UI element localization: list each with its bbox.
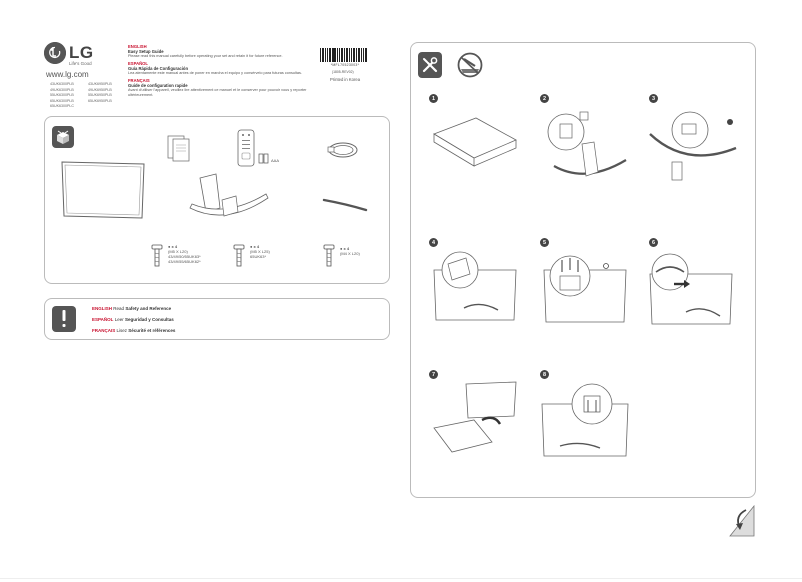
screw-b-spec: (M5 X L25) [250,249,270,254]
box-contents-icon [52,126,74,148]
model-item: 65UK6950PLB [88,98,112,103]
screw-a-icon [151,244,163,267]
step-7-illustration [433,381,517,453]
lang-espanol: ESPAÑOL [128,61,148,66]
language-intro: ENGLISH Easy Setup Guide Please read thi… [128,44,320,100]
step-4-illustration [433,251,517,321]
title-espanol: Guía Rápida de Configuración [128,66,189,71]
body-francais: Avant d'utiliser l'appareil, veuillez li… [128,88,307,97]
safety-pre-francais: Lisez [116,328,128,333]
safety-lang-english: ENGLISH [92,306,113,311]
safety-lang-espanol: ESPAÑOL [92,317,114,322]
model-item: 55UK6300PLB [50,93,74,98]
screw-a-qty: x 4 [171,244,178,249]
safety-reference-panel [44,298,390,340]
remote-control-illustration [237,129,255,167]
step-4-badge: 4 [429,238,438,247]
brand-name: LG [69,43,94,62]
batteries-icon [258,153,269,164]
model-item: 43UK6950PLB [88,82,112,86]
box-contents-panel [44,116,390,284]
safety-title-francais: Sécurité et références [128,328,176,333]
stand-base-illustration [189,173,269,217]
manuals-illustration [167,135,190,162]
barcode-code: *MFL70523003* [330,63,360,67]
screw-a-spec: (M5 X L20) [168,249,188,254]
lg-logo-icon [44,42,66,64]
battery-type-label: AAA [271,158,280,163]
screw-a-caption: ● x 4 (M5 X L20) 43/49/50/55UK63* 43/49/… [168,244,201,264]
step-6-badge: 6 [649,238,658,247]
lang-english: ENGLISH [128,44,147,49]
title-francais: Guide de configuration rapide [128,83,188,88]
tv-panel-illustration [61,161,145,219]
step-8-badge: 8 [540,370,549,379]
step-2-badge: 2 [540,94,549,103]
step-3-badge: 3 [649,94,658,103]
model-item: 65UK6300PLC [50,104,74,109]
safety-francais: FRANÇAIS Lisez Sécurité et références [92,325,175,336]
assembly-steps-panel [410,42,756,498]
model-item: 43UK6300PLB [50,82,74,86]
safety-title-espanol: Seguridad y Consultas [124,317,174,322]
screw-b-models: 65UK63* [250,254,267,259]
power-cord-illustration [327,142,358,158]
model-item [88,104,122,110]
safety-pre-english: Read [113,306,125,311]
screw-b-icon [233,244,245,267]
lang-francais: FRANÇAIS [128,78,150,83]
step-5-badge: 5 [540,238,549,247]
step-7-badge: 7 [429,370,438,379]
website: www.lg.com [46,70,89,79]
screw-c-caption: ● x 4 (M4 X L20) [340,246,360,256]
stand-arm-illustration [322,198,368,212]
screw-c-icon [323,244,335,267]
tools-icon [418,52,442,78]
title-english: Easy Setup Guide [128,49,164,54]
model-item: 49UK6300PLB [50,87,74,92]
screw-c-spec: (M4 X L20) [340,251,360,256]
step-3-illustration [649,111,737,181]
page-bottom-edge [0,578,802,579]
part-number: (1805-REV02) [332,70,354,74]
exclamation-icon [52,306,76,332]
safety-title-english: Safety and Reference [125,306,172,311]
safety-lang-francais: FRANÇAIS [92,328,116,333]
safety-pre-espanol: Leer [114,317,124,322]
model-item: 49UK6950PLB [88,87,112,92]
screw-c-qty: x 4 [343,246,350,251]
safety-english: ENGLISH Read Safety and Reference [92,303,175,314]
model-item: 55UK6950PLB [88,93,112,98]
safety-text: ENGLISH Read Safety and Reference ESPAÑO… [92,303,175,336]
model-list: 43UK6300PLB 43UK6950PLB 49UK6300PLB 49UK… [50,82,122,110]
step-1-illustration [433,117,517,167]
soft-surface-icon [457,52,483,78]
printed-in: Printed in Korea [330,77,361,82]
step-6-illustration [649,253,733,325]
barcode [320,48,368,62]
model-item: 65UK6300PLB [50,98,74,103]
safety-espanol: ESPAÑOL Leer Seguridad y Consultas [92,314,175,325]
screw-a-models: 43/49/50/55UK63* 43/49/55/65UK62* [168,254,201,264]
step-2-illustration [547,111,627,177]
page-turn-arrow-icon [729,504,755,537]
brand-tagline: Life's Good [69,61,92,66]
body-english: Please read this manual carefully before… [128,54,283,58]
screw-b-qty: x 4 [253,244,260,249]
step-1-badge: 1 [429,94,438,103]
step-8-illustration [541,383,629,457]
body-espanol: Lea atentamente este manual antes de pon… [128,71,302,75]
screw-b-caption: ● x 4 (M5 X L25) 65UK63* [250,244,270,259]
step-5-illustration [543,255,627,323]
